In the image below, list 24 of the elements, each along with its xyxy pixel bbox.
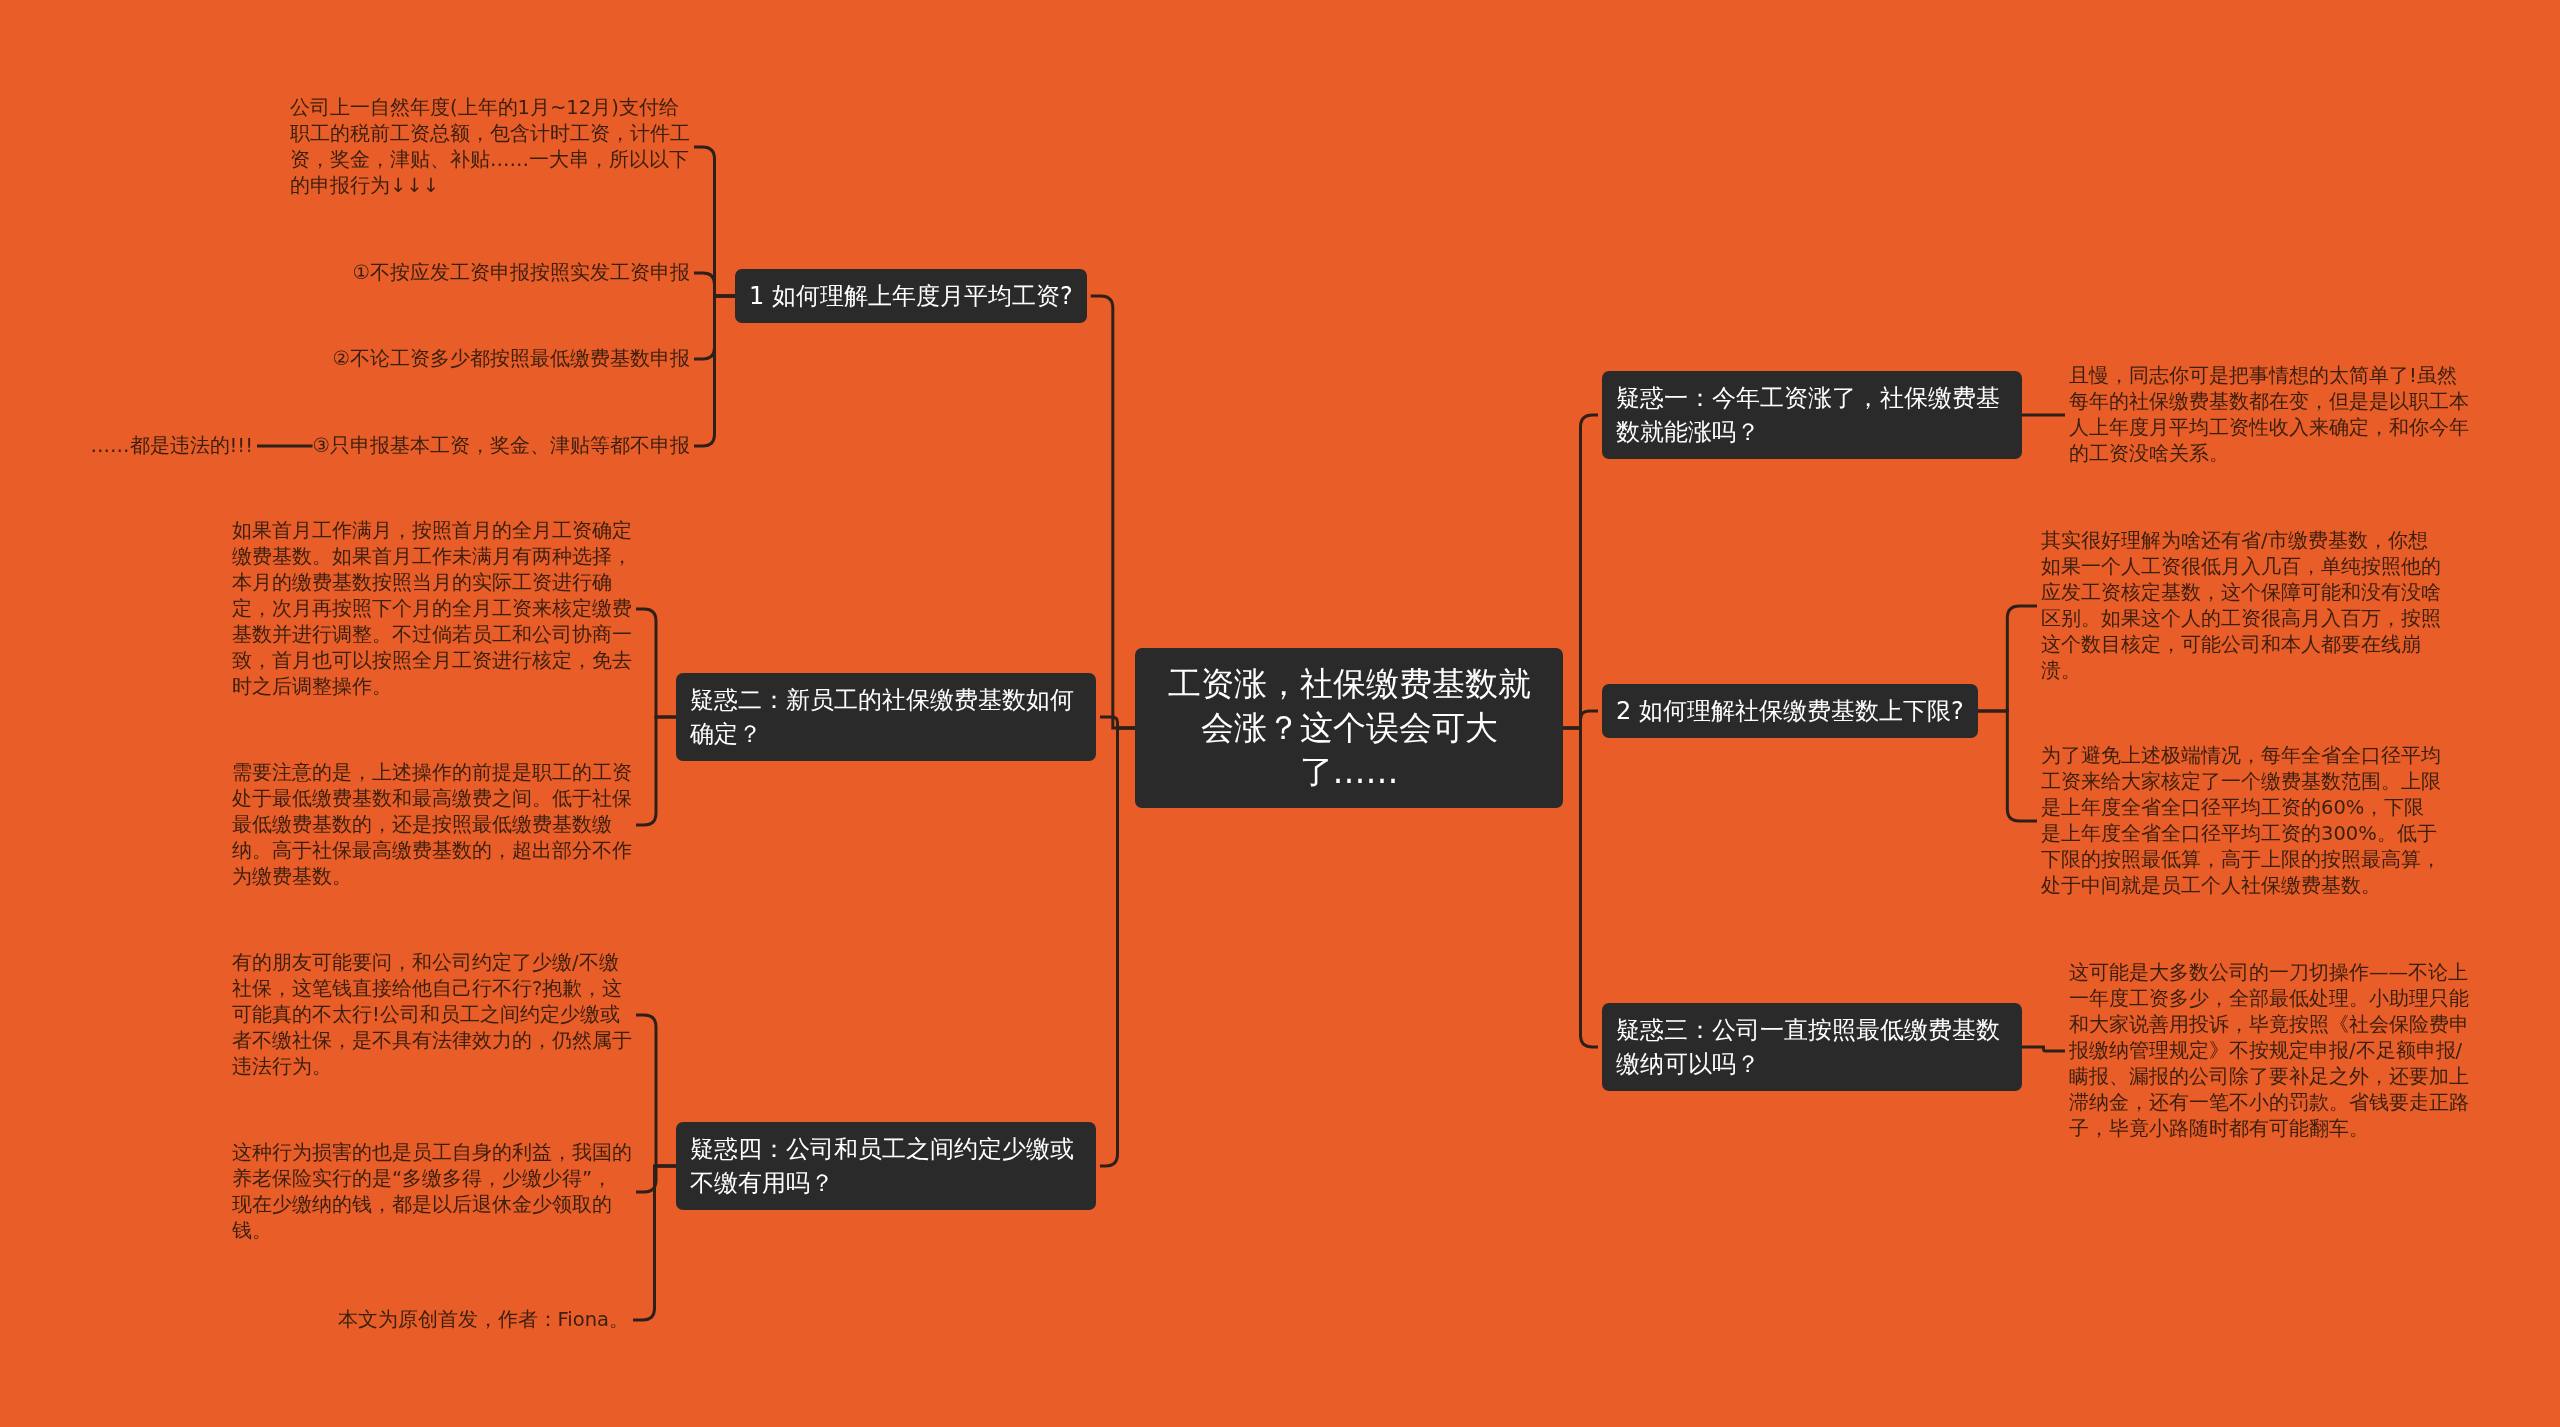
note-text: ②不论工资多少都按照最低缴费基数申报 xyxy=(332,346,690,372)
topic-box: 2 如何理解社保缴费基数上下限? xyxy=(1602,684,1978,738)
note-text: ③只申报基本工资，奖金、津贴等都不申报 xyxy=(312,433,690,459)
topic-box: 疑惑一：今年工资涨了，社保缴费基数就能涨吗？ xyxy=(1602,371,2022,459)
note-text: 这可能是大多数公司的一刀切操作——不论上一年度工资多少，全部最低处理。小助理只能和大家说善用投诉，毕竟按照《社会保险费申报缴纳管理规定》不按规定申报/不足额申报/瞒报、漏报的公司除了要补足之外，还要加上滞纳金，还有一笔不小的罚款。省钱要走正路子，毕竟小路随时都有可能翻车。 xyxy=(2069,960,2469,1142)
topic-box: 疑惑二：新员工的社保缴费基数如何确定？ xyxy=(676,673,1096,761)
topic-box: 疑惑四：公司和员工之间约定少缴或不缴有用吗？ xyxy=(676,1122,1096,1210)
note-text: 需要注意的是，上述操作的前提是职工的工资处于最低缴费基数和最高缴费之间。低于社保最低缴费基数的，还是按照最低缴费基数缴纳。高于社保最高缴费基数的，超出部分不作为缴费基数。 xyxy=(232,760,632,890)
note-text: 这种行为损害的也是员工自身的利益，我国的养老保险实行的是“多缴多得，少缴少得”，现在少缴纳的钱，都是以后退休金少领取的钱。 xyxy=(232,1140,632,1244)
note-text: 有的朋友可能要问，和公司约定了少缴/不缴社保，这笔钱直接给他自己行不行?抱歉，这可能真的不太行!公司和员工之间约定少缴或者不缴社保，是不具有法律效力的，仍然属于违法行为。 xyxy=(232,950,632,1080)
note-text: 公司上一自然年度(上年的1月~12月)支付给职工的税前工资总额，包含计时工资，计件工资，奖金，津贴、补贴……一大串，所以以下的申报行为↓↓↓ xyxy=(290,95,690,199)
central-topic-box: 工资涨，社保缴费基数就会涨？这个误会可大了…… xyxy=(1135,648,1563,808)
note-text: 本文为原创首发，作者：Fiona。 xyxy=(337,1307,629,1333)
note-text: 其实很好理解为啥还有省/市缴费基数，你想如果一个人工资很低月入几百，单纯按照他的应发工资核定基数，这个保障可能和没有没啥区别。如果这个人的工资很高月入百万，按照这个数目核定，可能公司和本人都要在线崩溃。 xyxy=(2041,528,2441,684)
note-text: 且慢，同志你可是把事情想的太简单了!虽然每年的社保缴费基数都在变，但是是以职工本人上年度月平均工资性收入来确定，和你今年的工资没啥关系。 xyxy=(2069,363,2469,467)
note-text: 如果首月工作满月，按照首月的全月工资确定缴费基数。如果首月工作未满月有两种选择，本月的缴费基数按照当月的实际工资进行确定，次月再按照下个月的全月工资来核定缴费基数并进行调整。不过倘若员工和公司协商一致，首月也可以按照全月工资进行核定，免去时之后调整操作。 xyxy=(232,518,632,700)
topic-box: 疑惑三：公司一直按照最低缴费基数缴纳可以吗？ xyxy=(1602,1003,2022,1091)
connector-line xyxy=(2022,413,2065,417)
topic-box: 1 如何理解上年度月平均工资? xyxy=(735,269,1087,323)
connector-line xyxy=(2022,1045,2065,1053)
connector-line xyxy=(257,444,313,448)
note-text: 为了避免上述极端情况，每年全省全口径平均工资来给大家核定了一个缴费基数范围。上限是上年度全省全口径平均工资的60%，下限是上年度全省全口径平均工资的300%。低于下限的按照最低算，高于上限的按照最高算，处于中间就是员工个人社保缴费基数。 xyxy=(2041,743,2441,899)
note-text: ①不按应发工资申报按照实发工资申报 xyxy=(352,260,690,286)
note-text: ……都是违法的!!! xyxy=(90,433,253,459)
